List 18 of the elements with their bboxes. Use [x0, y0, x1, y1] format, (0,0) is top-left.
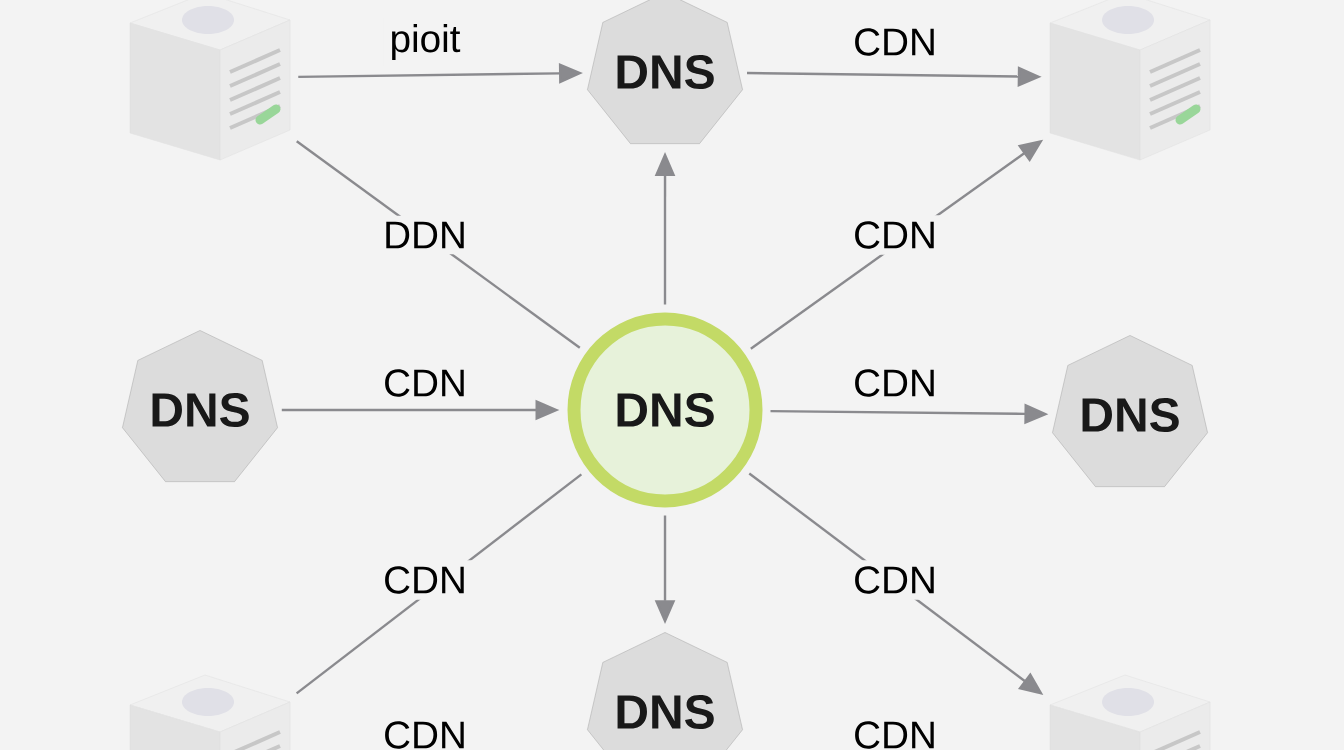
edge-label: CDN	[847, 560, 943, 600]
dns-heptagon: DNS	[587, 0, 743, 144]
server-drawing	[1049, 0, 1211, 161]
dns-heptagon: DNS	[1052, 335, 1208, 487]
edge-label: CDN	[847, 215, 943, 255]
edge-label: CDN	[377, 363, 473, 403]
server-drawing	[129, 0, 291, 161]
server-drawing	[1049, 674, 1211, 750]
label: CDN	[385, 721, 464, 749]
dns-heptagon: DNS	[587, 632, 743, 750]
edge-label: DDN	[377, 215, 473, 255]
label: CDN	[855, 721, 934, 749]
edge-label: pioit	[383, 18, 467, 66]
edge-label: CDN	[377, 560, 473, 600]
edge-label: CDN	[847, 363, 943, 403]
server-drawing	[129, 674, 291, 750]
edge-label: CDN	[847, 22, 943, 62]
dns-heptagon: DNS	[122, 330, 278, 482]
